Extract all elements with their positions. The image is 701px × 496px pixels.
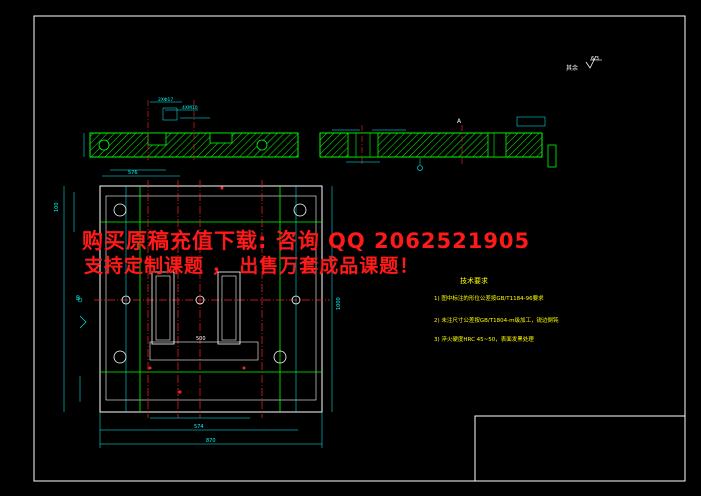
tech-req-title: 技术要求 <box>460 276 488 285</box>
plan-view <box>63 169 333 448</box>
dim-bottom: 870 <box>206 438 216 444</box>
tech-req-1: 1) 图中标注的形位公差按GB/T1184-96要求 <box>434 294 544 302</box>
dim-top: 576 <box>128 170 138 176</box>
dim-top-a: 2XΦ17 <box>158 97 173 103</box>
watermark-line-1: 购买原稿充值下载: 咨询 QQ 2062521905 <box>82 229 530 253</box>
dim-left: 100 <box>54 202 60 212</box>
top-right-section-view <box>319 116 557 171</box>
title-block <box>474 415 686 482</box>
tech-req-3: 3) 淬火硬度HRC 45~50，表面发黑处理 <box>434 335 534 343</box>
top-left-section-view <box>83 100 299 160</box>
section-b-label: B <box>76 295 80 302</box>
dim-right: 1000 <box>336 297 342 310</box>
roughness-symbol <box>585 55 602 69</box>
roughness-value: 6.3 <box>591 56 599 62</box>
roughness-label: 其余 <box>566 64 578 72</box>
dim-mid: 500 <box>196 336 206 342</box>
dim-top-b: 4XM10 <box>182 105 198 111</box>
section-a-label: A <box>457 118 462 125</box>
dim-bottom-inner: 574 <box>194 424 204 430</box>
tech-req-2: 2) 未注尺寸公差按GB/T1804-m级加工，锐边倒钝 <box>434 316 559 324</box>
outer-frame <box>33 15 686 482</box>
watermark-line-2: 支持定制课题 ， 出售万套成品课题！ <box>83 254 419 277</box>
